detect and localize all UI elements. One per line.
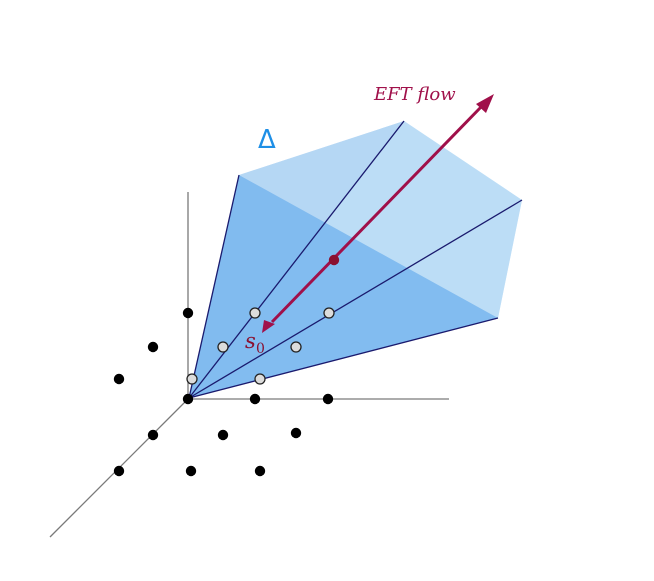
lattice-point xyxy=(249,393,261,405)
flow-arrow-shaft xyxy=(270,104,484,324)
lattice-point xyxy=(254,465,266,477)
flow-arrowtail-icon xyxy=(262,320,275,333)
lattice-point xyxy=(217,429,229,441)
lattice-point xyxy=(185,465,197,477)
cone-lattice-points xyxy=(186,307,335,385)
cone-top-cap xyxy=(239,121,522,318)
cone-edge xyxy=(188,199,523,399)
cone-front-face xyxy=(189,175,498,398)
flow-point xyxy=(328,254,340,266)
lattice-point xyxy=(322,393,334,405)
s0-label: s 0 xyxy=(245,329,265,357)
cone-point xyxy=(323,307,335,319)
cone-edge xyxy=(188,317,499,399)
cone-delta xyxy=(188,120,523,399)
lattice-point xyxy=(290,427,302,439)
lattice-point xyxy=(147,429,159,441)
lattice-point xyxy=(182,307,194,319)
eft-flow-arrow xyxy=(262,94,494,333)
lattice-points xyxy=(113,307,334,477)
lattice-point xyxy=(147,341,159,353)
s0-label-subscript: 0 xyxy=(256,341,265,357)
cone-point xyxy=(290,341,302,353)
cone-point xyxy=(186,373,198,385)
lattice-point xyxy=(113,465,125,477)
cone-point xyxy=(249,307,261,319)
lattice-point xyxy=(113,373,125,385)
origin-point xyxy=(182,393,194,405)
eft-flow-label: EFT flow xyxy=(373,84,456,105)
cone-point xyxy=(217,341,229,353)
s0-label-main: s xyxy=(245,329,256,353)
flow-arrowhead-icon xyxy=(476,94,494,113)
cone-edge xyxy=(188,174,240,399)
cone-point xyxy=(254,373,266,385)
delta-label: Δ xyxy=(258,125,276,155)
